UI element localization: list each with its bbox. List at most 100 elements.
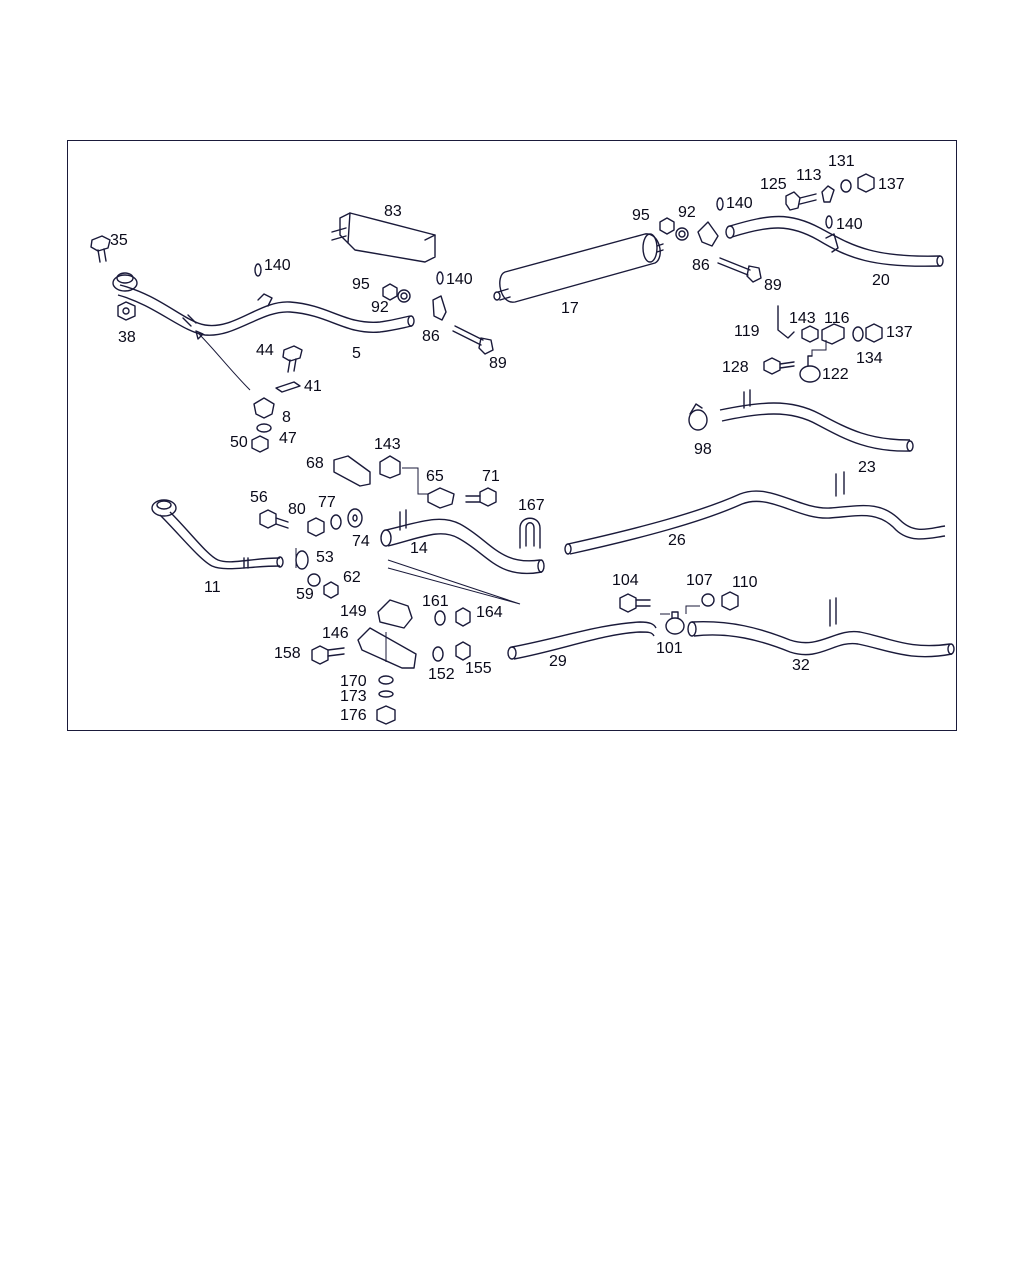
pipe-23 [719, 389, 914, 452]
label-113: 113 [796, 167, 822, 184]
label-140-a: 140 [264, 257, 291, 274]
label-125: 125 [760, 176, 787, 193]
clamp-98 [688, 403, 708, 431]
label-68: 68 [306, 455, 324, 472]
pipe-26 [564, 471, 946, 555]
nut-110 [721, 591, 739, 611]
bolt-128 [763, 357, 795, 375]
label-86-b: 86 [692, 257, 710, 274]
clamp-122 [799, 355, 821, 383]
clamp-113 [821, 185, 835, 203]
label-20: 20 [872, 272, 890, 289]
label-104: 104 [612, 572, 639, 589]
label-89-a: 89 [489, 355, 507, 372]
nut-176 [376, 705, 396, 725]
label-35: 35 [110, 232, 128, 249]
label-140-c: 140 [726, 195, 753, 212]
pipe-11 [151, 499, 284, 570]
bracket-146 [357, 627, 417, 669]
label-74: 74 [352, 533, 370, 550]
bolt-125 [785, 191, 817, 211]
label-161: 161 [422, 593, 449, 610]
label-149: 149 [340, 603, 367, 620]
label-47: 47 [279, 430, 297, 447]
bracket-116 [821, 323, 845, 345]
washer-140-d [825, 215, 833, 229]
label-17: 17 [561, 300, 579, 317]
clamp-101 [665, 611, 685, 635]
leader-arrow [197, 332, 251, 391]
nut-137-b [852, 323, 883, 343]
label-89-b: 89 [764, 277, 782, 294]
hanger-119 [777, 305, 795, 339]
label-98: 98 [694, 441, 712, 458]
label-77: 77 [318, 494, 336, 511]
leader-101 [660, 605, 700, 615]
bolt-44 [282, 345, 303, 373]
washer-140-a [254, 263, 262, 277]
label-11: 11 [204, 579, 221, 596]
label-122: 122 [822, 366, 849, 383]
pipe-29 [507, 621, 657, 660]
washer-74 [347, 508, 363, 528]
label-44: 44 [256, 342, 274, 359]
leader-149 [387, 559, 521, 605]
label-95-b: 95 [632, 207, 650, 224]
label-83: 83 [384, 203, 402, 220]
label-29: 29 [549, 653, 567, 670]
label-137-a: 137 [878, 176, 905, 193]
label-107: 107 [686, 572, 713, 589]
bracket-68 [333, 455, 371, 487]
bolt-89-b [717, 257, 762, 283]
label-50: 50 [230, 434, 248, 451]
label-101: 101 [656, 640, 683, 657]
washer-140-b [436, 271, 444, 285]
label-41: 41 [304, 378, 322, 395]
label-134: 134 [856, 350, 883, 367]
bolt-158 [311, 645, 345, 665]
bolt-35 [90, 235, 111, 263]
bolt-71 [465, 487, 497, 507]
label-62: 62 [343, 569, 361, 586]
leader-65 [402, 467, 428, 495]
label-131: 131 [828, 153, 855, 170]
pipe-32 [687, 597, 955, 658]
label-110: 110 [732, 574, 758, 591]
nut-164 [455, 607, 471, 627]
pipe-14 [380, 509, 545, 575]
rubber-143-b [379, 455, 401, 479]
label-158: 158 [274, 645, 301, 662]
washer-161 [434, 610, 446, 626]
label-92-a: 92 [371, 299, 389, 316]
label-23: 23 [858, 459, 876, 476]
label-143-b: 143 [374, 436, 401, 453]
clamp-53 [295, 550, 309, 570]
label-146: 146 [322, 625, 349, 642]
nut-155 [455, 641, 471, 661]
muffler-17 [493, 233, 664, 303]
washer-170 [378, 675, 394, 685]
arrow-head [195, 330, 204, 340]
label-116: 116 [824, 310, 850, 327]
label-167: 167 [518, 497, 545, 514]
front-pipe-5 [112, 272, 415, 336]
nut-95-b [659, 217, 675, 235]
label-137-b: 137 [886, 324, 913, 341]
label-164: 164 [476, 604, 503, 621]
washer-62 [307, 573, 321, 587]
label-95-a: 95 [352, 276, 370, 293]
label-92-b: 92 [678, 204, 696, 221]
label-140-b: 140 [446, 271, 473, 288]
clip-41 [275, 381, 301, 393]
leader-134 [811, 340, 827, 356]
nut-80 [307, 517, 325, 537]
mount-86-a [432, 295, 447, 321]
bolt-89-a [452, 325, 494, 355]
washer-140-c [716, 197, 724, 211]
label-140-d: 140 [836, 216, 863, 233]
label-143-a: 143 [789, 310, 816, 327]
label-155: 155 [465, 660, 492, 677]
label-176: 176 [340, 707, 367, 724]
label-26: 26 [668, 532, 686, 549]
